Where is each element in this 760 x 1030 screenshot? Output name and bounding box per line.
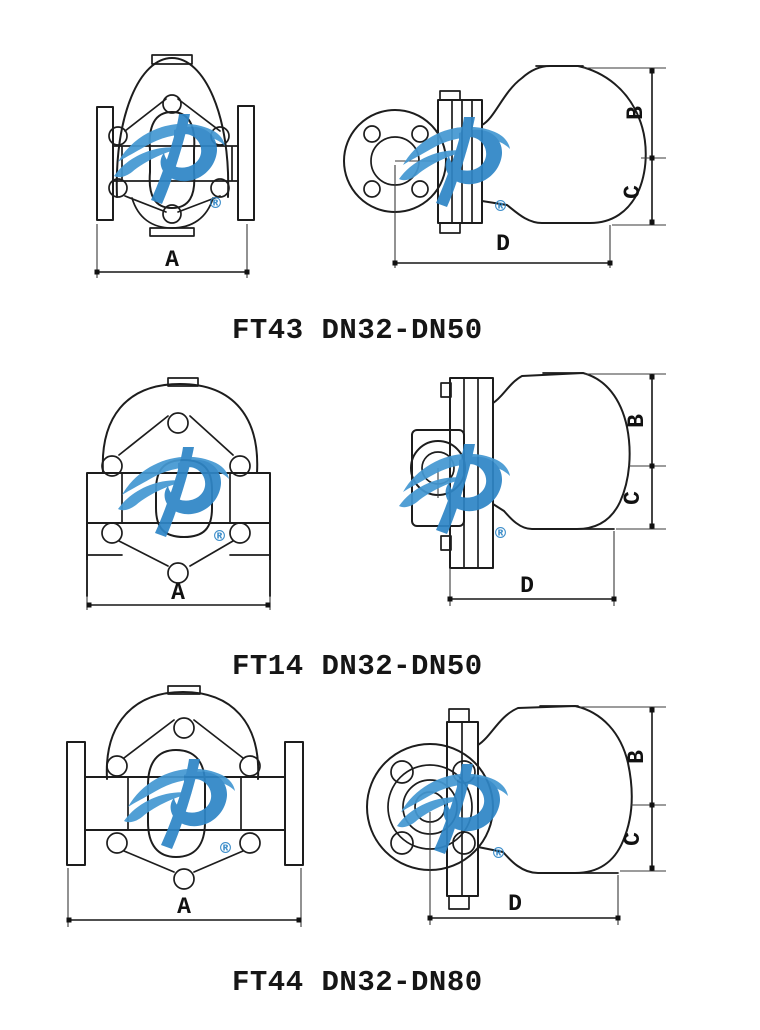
ft43-dimension-a: A (94, 224, 250, 278)
left-flange (66, 741, 86, 866)
ft44-dimension-bc: B C (580, 706, 666, 872)
top-cap (167, 377, 199, 387)
ft44-dimension-d: D (427, 812, 621, 925)
dome-arc (101, 383, 259, 474)
bolt-circles (108, 94, 230, 224)
ft14-dimension-bc: B C (585, 373, 666, 530)
dome-arc (105, 691, 260, 780)
ft44-dimension-a: A (66, 868, 302, 927)
ft44-side-view: B C D (366, 705, 666, 925)
watermark-logo (118, 447, 229, 545)
watermark-logo (399, 444, 510, 542)
watermark-logo (124, 759, 235, 857)
ft14-dimension-d: D (447, 531, 617, 606)
caption-ft14: FT14 DN32-DN50 (232, 650, 483, 683)
bolt-circles (101, 412, 251, 584)
top-cap (167, 685, 201, 695)
dim-label-d: D (508, 891, 522, 917)
ft14-front-view: A (86, 377, 271, 610)
bottom-cap (149, 227, 195, 237)
caption-ft44: FT44 DN32-DN80 (232, 966, 483, 999)
ft43-dimension-bc: B C (583, 67, 666, 226)
caption-ft43: FT43 DN32-DN50 (232, 314, 483, 347)
dim-label-b: B (624, 750, 650, 764)
dim-label-a: A (177, 894, 191, 920)
bolt-circles (106, 717, 261, 890)
trap-body (481, 65, 647, 224)
dim-label-d: D (520, 573, 534, 599)
right-flange (237, 105, 255, 221)
top-cap (151, 54, 193, 65)
dim-label-b: B (623, 106, 649, 120)
left-flange (96, 106, 114, 221)
dim-label-a: A (171, 580, 185, 606)
dim-label-c: C (620, 491, 646, 505)
ft43-dimension-d: D (392, 165, 613, 268)
right-flange (284, 741, 304, 866)
dim-label-c: C (620, 185, 646, 199)
dim-label-c: C (620, 832, 646, 846)
dim-label-a: A (165, 247, 179, 273)
trap-body (477, 705, 633, 874)
dim-label-b: B (624, 414, 650, 428)
watermark-logo (399, 117, 510, 215)
watermark-logo (397, 764, 508, 862)
watermark-logo (114, 114, 225, 212)
bolt-plate-edges (124, 98, 221, 213)
dim-label-d: D (496, 231, 510, 257)
ft14-dimension-a: A (86, 560, 271, 610)
dome-arc (115, 57, 230, 198)
